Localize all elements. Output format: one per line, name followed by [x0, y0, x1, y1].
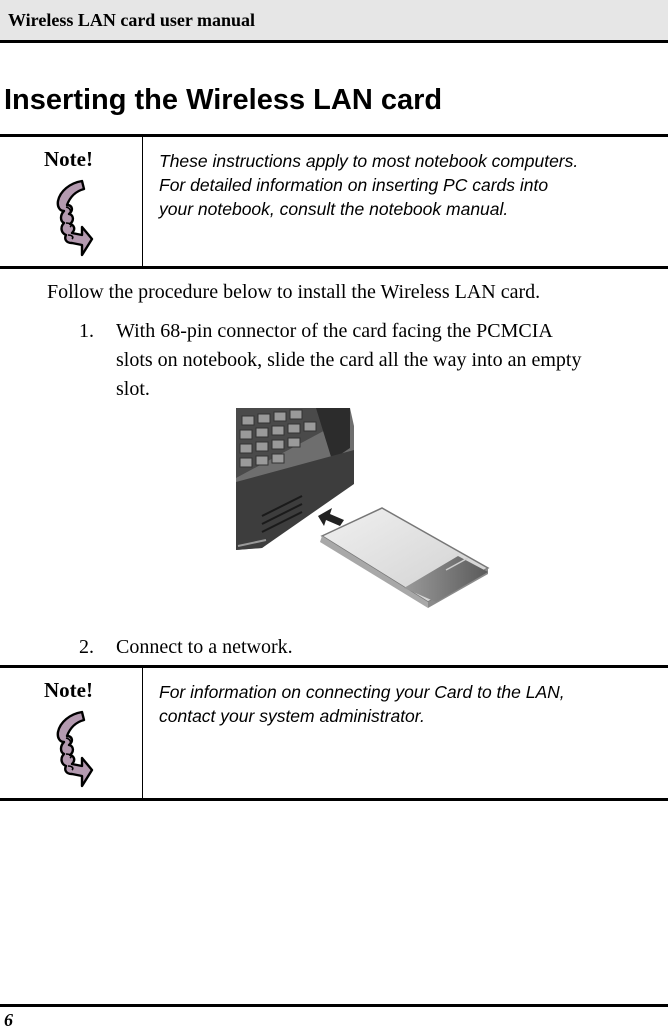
- page-number: 6: [4, 1010, 13, 1030]
- note-box: Note! These instructions apply to most n…: [0, 134, 668, 269]
- step-number: 1.: [79, 320, 94, 342]
- intro-text: Follow the procedure below to install th…: [47, 281, 541, 303]
- page-header: Wireless LAN card user manual: [0, 0, 668, 43]
- pointing-hand-icon: [56, 710, 94, 788]
- note-divider: [142, 668, 143, 798]
- step-text: Connect to a network.: [116, 636, 293, 658]
- step-text: With 68-pin connector of the card facing…: [116, 320, 582, 400]
- note-label: Note!: [44, 147, 93, 171]
- pc-card-insertion-illustration: [236, 408, 490, 608]
- section-title: Inserting the Wireless LAN card: [4, 84, 443, 116]
- pointing-hand-icon: [56, 179, 94, 257]
- header-title: Wireless LAN card user manual: [8, 10, 256, 30]
- footer-rule: [0, 1004, 668, 1007]
- note-text: For information on connecting your Card …: [159, 682, 565, 726]
- note-divider: [142, 137, 143, 266]
- note-box: Note! For information on connecting your…: [0, 665, 668, 801]
- note-label: Note!: [44, 678, 93, 702]
- step-number: 2.: [79, 636, 94, 658]
- note-text: These instructions apply to most noteboo…: [159, 151, 579, 219]
